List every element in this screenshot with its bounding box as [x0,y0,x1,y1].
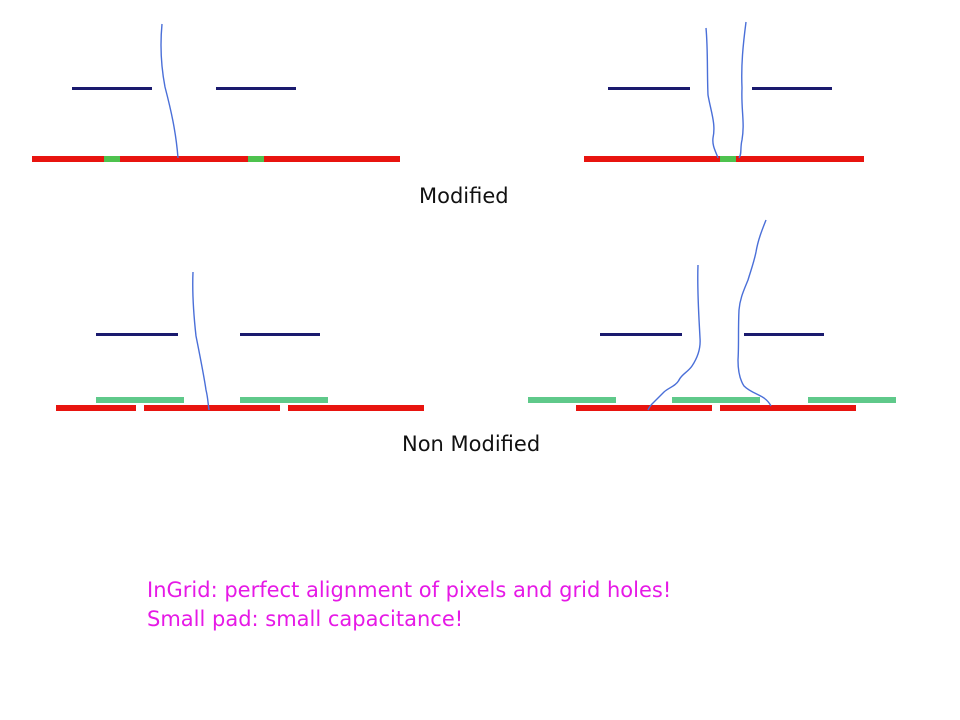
pad-segment [288,405,424,411]
grid-mesh-green [528,397,896,403]
mesh-segment [808,397,896,403]
grid-electrodes [608,87,832,90]
pad-gap-green [104,156,120,162]
readout-pads [584,156,864,162]
grid-electrodes [600,333,824,336]
panel-modified-single [32,23,400,162]
electron-track [738,21,747,159]
mesh-segment [528,397,616,403]
grid-segment [608,87,690,90]
electron-track [160,23,179,159]
grid-mesh-green [96,397,328,403]
pad-segment [56,405,136,411]
grid-segment [744,333,824,336]
grid-segment [72,87,152,90]
electron-track [192,271,210,411]
note-alignment: InGrid: perfect alignment of pixels and … [147,578,672,602]
grid-electrodes [96,333,320,336]
label-modified: Modified [419,184,509,208]
mesh-segment [240,397,328,403]
electron-track [705,27,719,159]
electron-track [737,219,772,407]
pad-segment [144,405,280,411]
pad-gap-green [248,156,264,162]
pad-segment [32,156,400,162]
pad-gap-green [720,156,736,162]
panel-modified-double [584,21,864,162]
grid-segment [216,87,296,90]
pad-segment [720,405,856,411]
panel-non-modified-single [56,271,424,411]
mesh-segment [672,397,760,403]
grid-segment [240,333,320,336]
readout-pads [576,405,856,411]
grid-segment [96,333,178,336]
grid-segment [600,333,682,336]
electron-track [647,264,701,411]
pad-segment [576,405,712,411]
readout-pads [56,405,424,411]
grid-electrodes [72,87,296,90]
note-small-pad: Small pad: small capacitance! [147,607,464,631]
label-non-modified: Non Modified [402,432,541,456]
panel-non-modified-double [528,219,896,411]
readout-pads [32,156,400,162]
grid-segment [752,87,832,90]
mesh-segment [96,397,184,403]
